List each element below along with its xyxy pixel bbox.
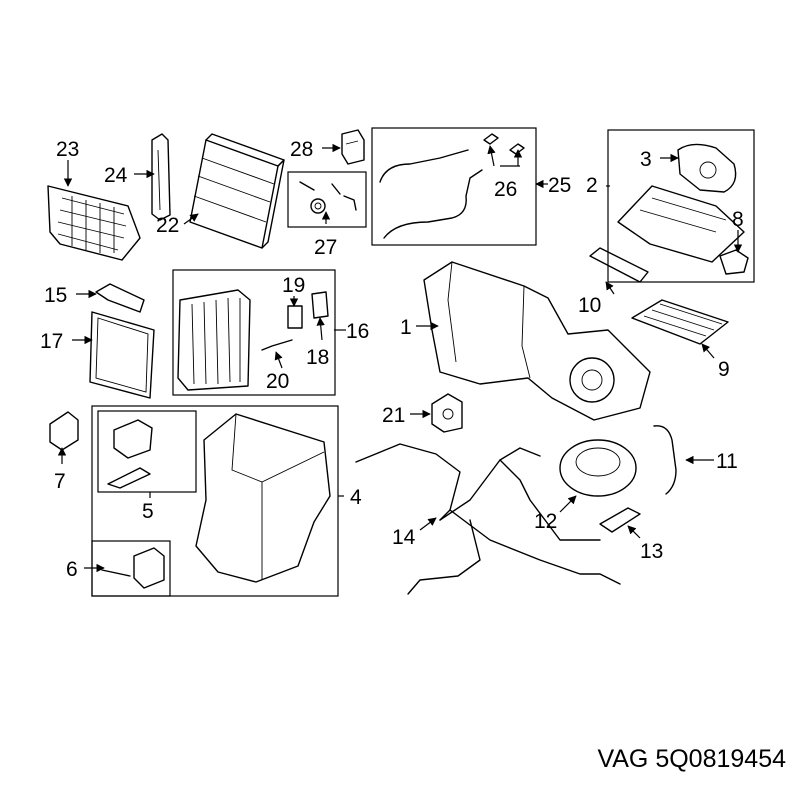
part-18-valve [311, 291, 329, 319]
part-9-filter [631, 299, 729, 345]
callout-22: 22 [156, 214, 179, 237]
group-box-4 [91, 405, 339, 597]
callout-6: 6 [66, 558, 78, 581]
part-20-screw [261, 339, 293, 351]
callout-numbers: 23 24 22 28 27 26 25 2 3 8 10 1 9 15 17 … [40, 138, 744, 581]
part-17-filter-frame [89, 311, 155, 399]
callout-19: 19 [282, 274, 305, 297]
part-7-actuator [49, 411, 79, 451]
callout-3: 3 [640, 148, 652, 171]
part-11-hose [653, 425, 677, 495]
callout-26: 26 [494, 178, 517, 201]
group-box-27 [287, 171, 367, 228]
part-2-housing [617, 185, 745, 263]
callout-16: 16 [346, 320, 369, 343]
part-6-motor [101, 547, 165, 589]
part-16-heater-core [177, 289, 251, 391]
callout-2: 2 [586, 174, 598, 197]
callout-25: 25 [548, 174, 571, 197]
part-15-actuator [95, 283, 145, 313]
callout-18: 18 [306, 346, 329, 369]
callout-20: 20 [266, 370, 289, 393]
part-10-flap [589, 247, 649, 283]
callout-24: 24 [104, 164, 128, 187]
callout-1: 1 [400, 316, 412, 339]
part-23-bracket [47, 185, 141, 261]
part-1-housing [423, 261, 651, 421]
part-3-gasket [677, 143, 737, 193]
part-22-evaporator [189, 133, 285, 249]
callout-23: 23 [56, 138, 79, 161]
callout-9: 9 [718, 358, 730, 381]
part-19-seal [287, 305, 303, 329]
part-4-heater-box [195, 413, 331, 583]
part-28-sensor [341, 129, 365, 165]
group-box-2 [607, 129, 755, 283]
part-8-clip [719, 249, 749, 275]
part-25-lines [379, 133, 525, 239]
callout-13: 13 [640, 540, 663, 563]
part-number-caption: VAG 5Q0819454 [597, 745, 786, 773]
callout-14: 14 [392, 526, 416, 549]
callout-28: 28 [290, 138, 313, 161]
callout-4: 4 [350, 486, 362, 509]
callout-17: 17 [40, 330, 63, 353]
part-27-hardware [299, 181, 357, 214]
part-5-actuators [107, 419, 153, 489]
callout-27: 27 [314, 236, 337, 259]
callout-5: 5 [142, 500, 154, 523]
part-13-resistor [599, 507, 641, 533]
callout-10: 10 [578, 294, 601, 317]
part-14-harness [355, 443, 621, 595]
callout-21: 21 [382, 404, 405, 427]
part-12-blower [559, 439, 637, 497]
leader-lines [57, 143, 743, 573]
part-21-mount [431, 393, 463, 433]
callout-11: 11 [716, 450, 738, 473]
group-box-5 [97, 410, 197, 493]
callout-7: 7 [54, 470, 66, 493]
callout-15: 15 [44, 284, 67, 307]
callout-12: 12 [534, 510, 557, 533]
callout-8: 8 [732, 208, 744, 231]
part-24-seal [151, 133, 171, 221]
group-box-16 [172, 269, 336, 396]
